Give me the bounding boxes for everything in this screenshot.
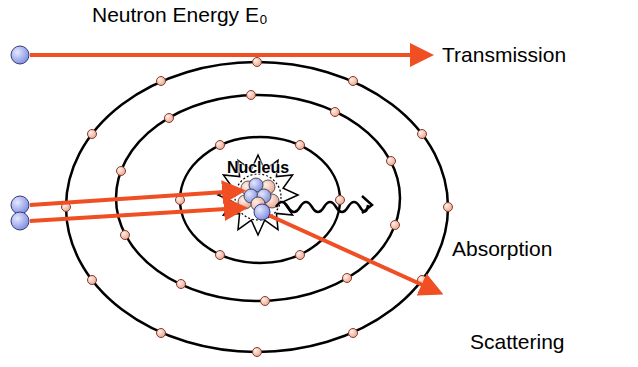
outcome-label: Scattering [470, 330, 565, 354]
electron-orbit [66, 62, 448, 352]
title-label: Neutron Energy E₀ [92, 3, 268, 27]
nucleus-boundary [235, 174, 281, 220]
neutron-path [30, 55, 438, 292]
neutron [11, 46, 270, 230]
gamma-wave [276, 202, 368, 212]
gamma-arrowhead [362, 196, 372, 213]
outcome-label: Absorption [452, 237, 552, 261]
electron [62, 58, 453, 357]
outcome-label: Transmission [442, 43, 566, 67]
nucleus-label: Nucleus [227, 159, 289, 177]
